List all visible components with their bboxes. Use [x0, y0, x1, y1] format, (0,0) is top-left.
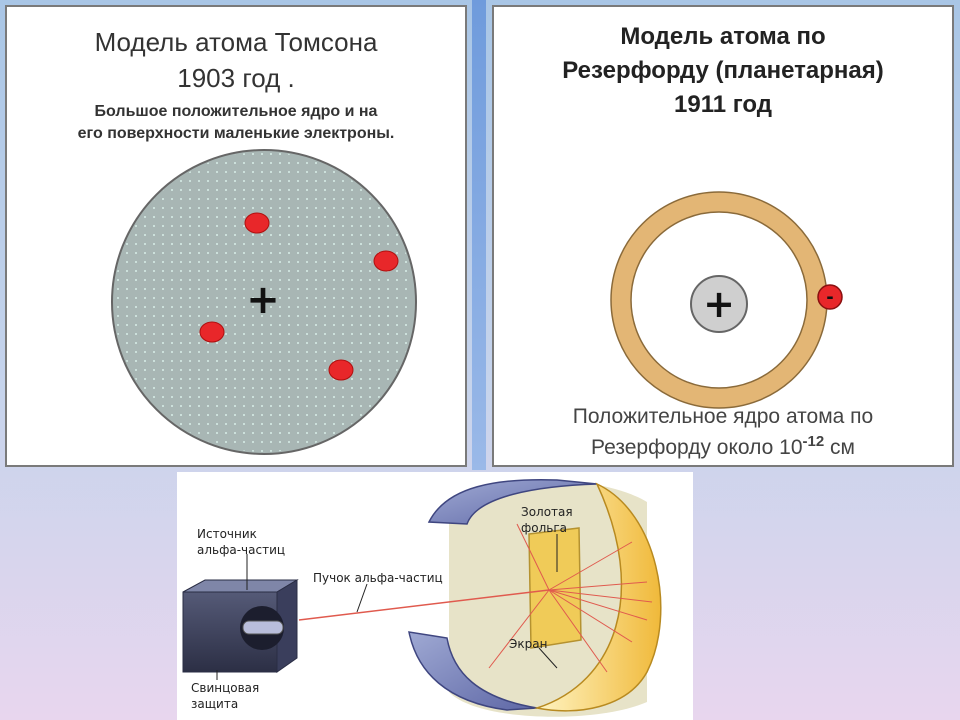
thomson-electron [373, 250, 399, 272]
rutherford-orbit-ring-inner-edge [630, 211, 808, 389]
rutherford-note-unit: см [830, 436, 855, 459]
thomson-electron [199, 321, 225, 343]
beam-label-leader [356, 583, 368, 613]
screen-label-leader [538, 647, 558, 669]
thomson-diagram: + [111, 149, 417, 455]
scattered-rays [488, 523, 653, 673]
beam-label: Пучок альфа-частиц [313, 571, 443, 585]
foil-label-line2: фольга [521, 521, 567, 535]
thomson-desc-line2: его поверхности маленькие электроны. [77, 125, 395, 142]
rutherford-note-line2: Резерфорду около 10-12 см [494, 433, 952, 460]
rutherford-electron-sign: - [826, 287, 833, 308]
gold-foil [528, 527, 582, 649]
scattered-ray [548, 541, 633, 591]
rutherford-orbit-ring [611, 192, 827, 408]
source-label-line1: Источник [197, 527, 257, 541]
alpha-beam [298, 589, 550, 621]
rutherford-electron [817, 284, 843, 310]
scattered-ray [548, 589, 648, 621]
scattered-ray [516, 523, 550, 591]
divider-bar [472, 0, 486, 470]
rutherford-nucleus [690, 275, 748, 333]
rutherford-model-panel: Модель атома по Резерфорду (планетарная)… [492, 5, 954, 467]
thomson-title-line2: 1903 год . [177, 63, 295, 93]
thomson-title-line1: Модель атома Томсона [94, 27, 378, 57]
experiment-panel: Источник альфа-частиц Пучок альфа-частиц… [177, 472, 693, 720]
gold-screen [534, 482, 662, 712]
thomson-plus-sign: + [246, 277, 280, 323]
shield-label-line1: Свинцовая [191, 681, 259, 695]
thomson-model-panel: Модель атома Томсона 1903 год . Большое … [5, 5, 467, 467]
scattered-ray [548, 589, 608, 673]
alpha-source [242, 620, 284, 635]
rutherford-title-line1: Модель атома по [620, 23, 826, 50]
experiment-diagram: Источник альфа-частиц Пучок альфа-частиц… [182, 478, 662, 717]
thomson-electron [244, 212, 270, 234]
foil-label-line1: Золотая [521, 505, 573, 519]
scattered-ray [548, 581, 648, 591]
source-label-line2: альфа-частиц [197, 543, 285, 557]
thomson-electron [328, 359, 354, 381]
rutherford-note-prefix: Резерфорду около 10 [591, 436, 803, 459]
thomson-desc-line1: Большое положительное ядро и на [94, 103, 378, 120]
scattered-ray [548, 589, 633, 643]
scattered-ray [488, 589, 550, 669]
scattered-ray [548, 589, 653, 603]
rutherford-note-line1: Положительное ядро атома по [572, 405, 874, 428]
screen-label: Экран [509, 637, 547, 651]
rutherford-plus-sign: + [703, 282, 735, 326]
rutherford-diagram: + - [610, 191, 843, 409]
rutherford-title-line3: 1911 год [674, 91, 772, 118]
shield-label-line2: защита [191, 697, 238, 711]
rutherford-note-exponent: -12 [802, 433, 825, 450]
rutherford-title-line2: Резерфорду (планетарная) [562, 57, 884, 84]
